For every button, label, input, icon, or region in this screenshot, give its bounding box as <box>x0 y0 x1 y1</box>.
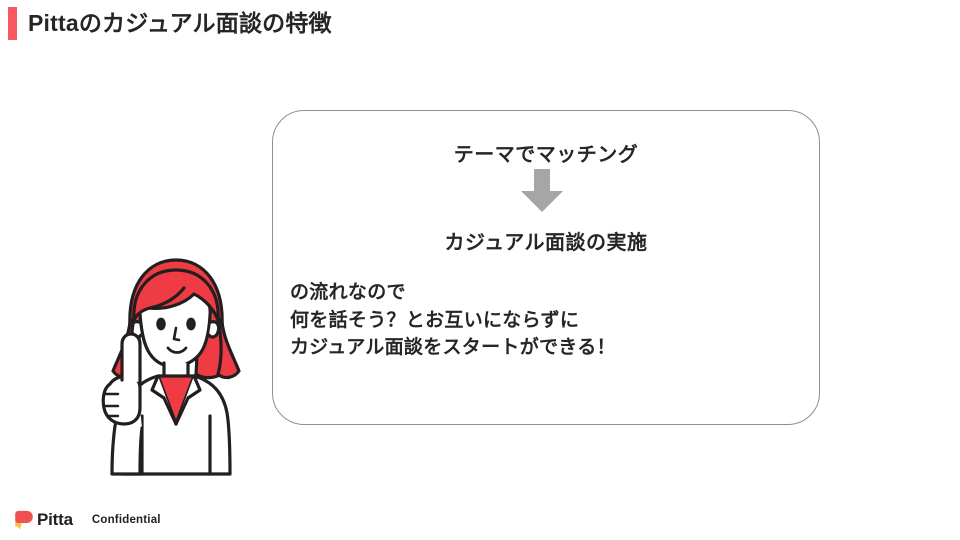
flow-step-1-label: テーマでマッチング <box>453 144 639 166</box>
summary-text-block: の流れなので 何を話そう？とお互いにならずに カジュアル面談をスタートができる！ <box>290 279 616 362</box>
content-box <box>272 110 820 425</box>
flow-step-2-label: カジュアル面談の実施 <box>444 232 648 254</box>
pitta-logo-icon <box>15 510 33 530</box>
arrow-down-icon <box>521 169 563 212</box>
summary-line-1: の流れなので <box>290 282 406 303</box>
summary-line-2: 何を話そう？とお互いにならずに <box>290 309 580 331</box>
page-title: Pittaのカジュアル面談の特徴 <box>28 10 332 36</box>
brand-wordmark: Pitta <box>37 510 73 529</box>
footer: Pitta Confidential <box>14 507 161 533</box>
summary-line-3: カジュアル面談をスタートができる！ <box>290 337 616 358</box>
pointing-woman-illustration <box>101 258 241 476</box>
confidential-label: Confidential <box>91 514 161 526</box>
title-accent-bar <box>8 7 17 40</box>
